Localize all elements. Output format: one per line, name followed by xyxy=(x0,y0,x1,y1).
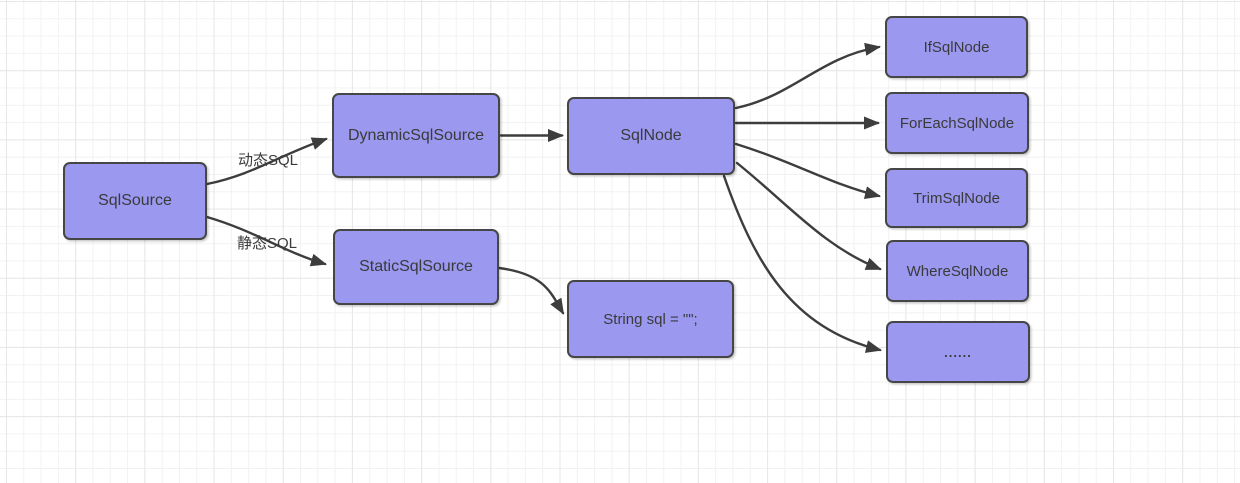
edge-label-dynamic-sql[interactable]: 动态SQL xyxy=(238,152,299,169)
edge-static-stringsql[interactable] xyxy=(497,266,565,315)
node-string-sql[interactable]: String sql = ""; xyxy=(567,280,734,358)
node-sqlnode[interactable]: SqlNode xyxy=(567,97,735,175)
node-etc[interactable]: ...... xyxy=(886,321,1030,383)
edge-sqlsource-static[interactable] xyxy=(205,215,327,267)
node-wheresqlnode[interactable]: WhereSqlNode xyxy=(886,240,1029,302)
node-foreachsqlnode[interactable]: ForEachSqlNode xyxy=(885,92,1029,154)
edge-sqlnode-trimsqlnode[interactable] xyxy=(734,142,881,199)
edge-sqlnode-ifsqlnode[interactable] xyxy=(734,42,881,110)
node-sqlsource[interactable]: SqlSource xyxy=(63,162,207,240)
node-trimsqlnode[interactable]: TrimSqlNode xyxy=(885,168,1028,228)
node-staticsqlsource[interactable]: StaticSqlSource xyxy=(333,229,499,305)
edge-sqlsource-dynamic[interactable] xyxy=(205,137,328,186)
node-ifsqlnode[interactable]: IfSqlNode xyxy=(885,16,1028,78)
edge-sqlnode-etc[interactable] xyxy=(722,174,882,353)
node-dynamicsqlsource[interactable]: DynamicSqlSource xyxy=(332,93,500,178)
edge-sqlnode-wheresqlnode[interactable] xyxy=(735,161,882,271)
edge-label-static-sql[interactable]: 静态SQL xyxy=(237,235,298,252)
